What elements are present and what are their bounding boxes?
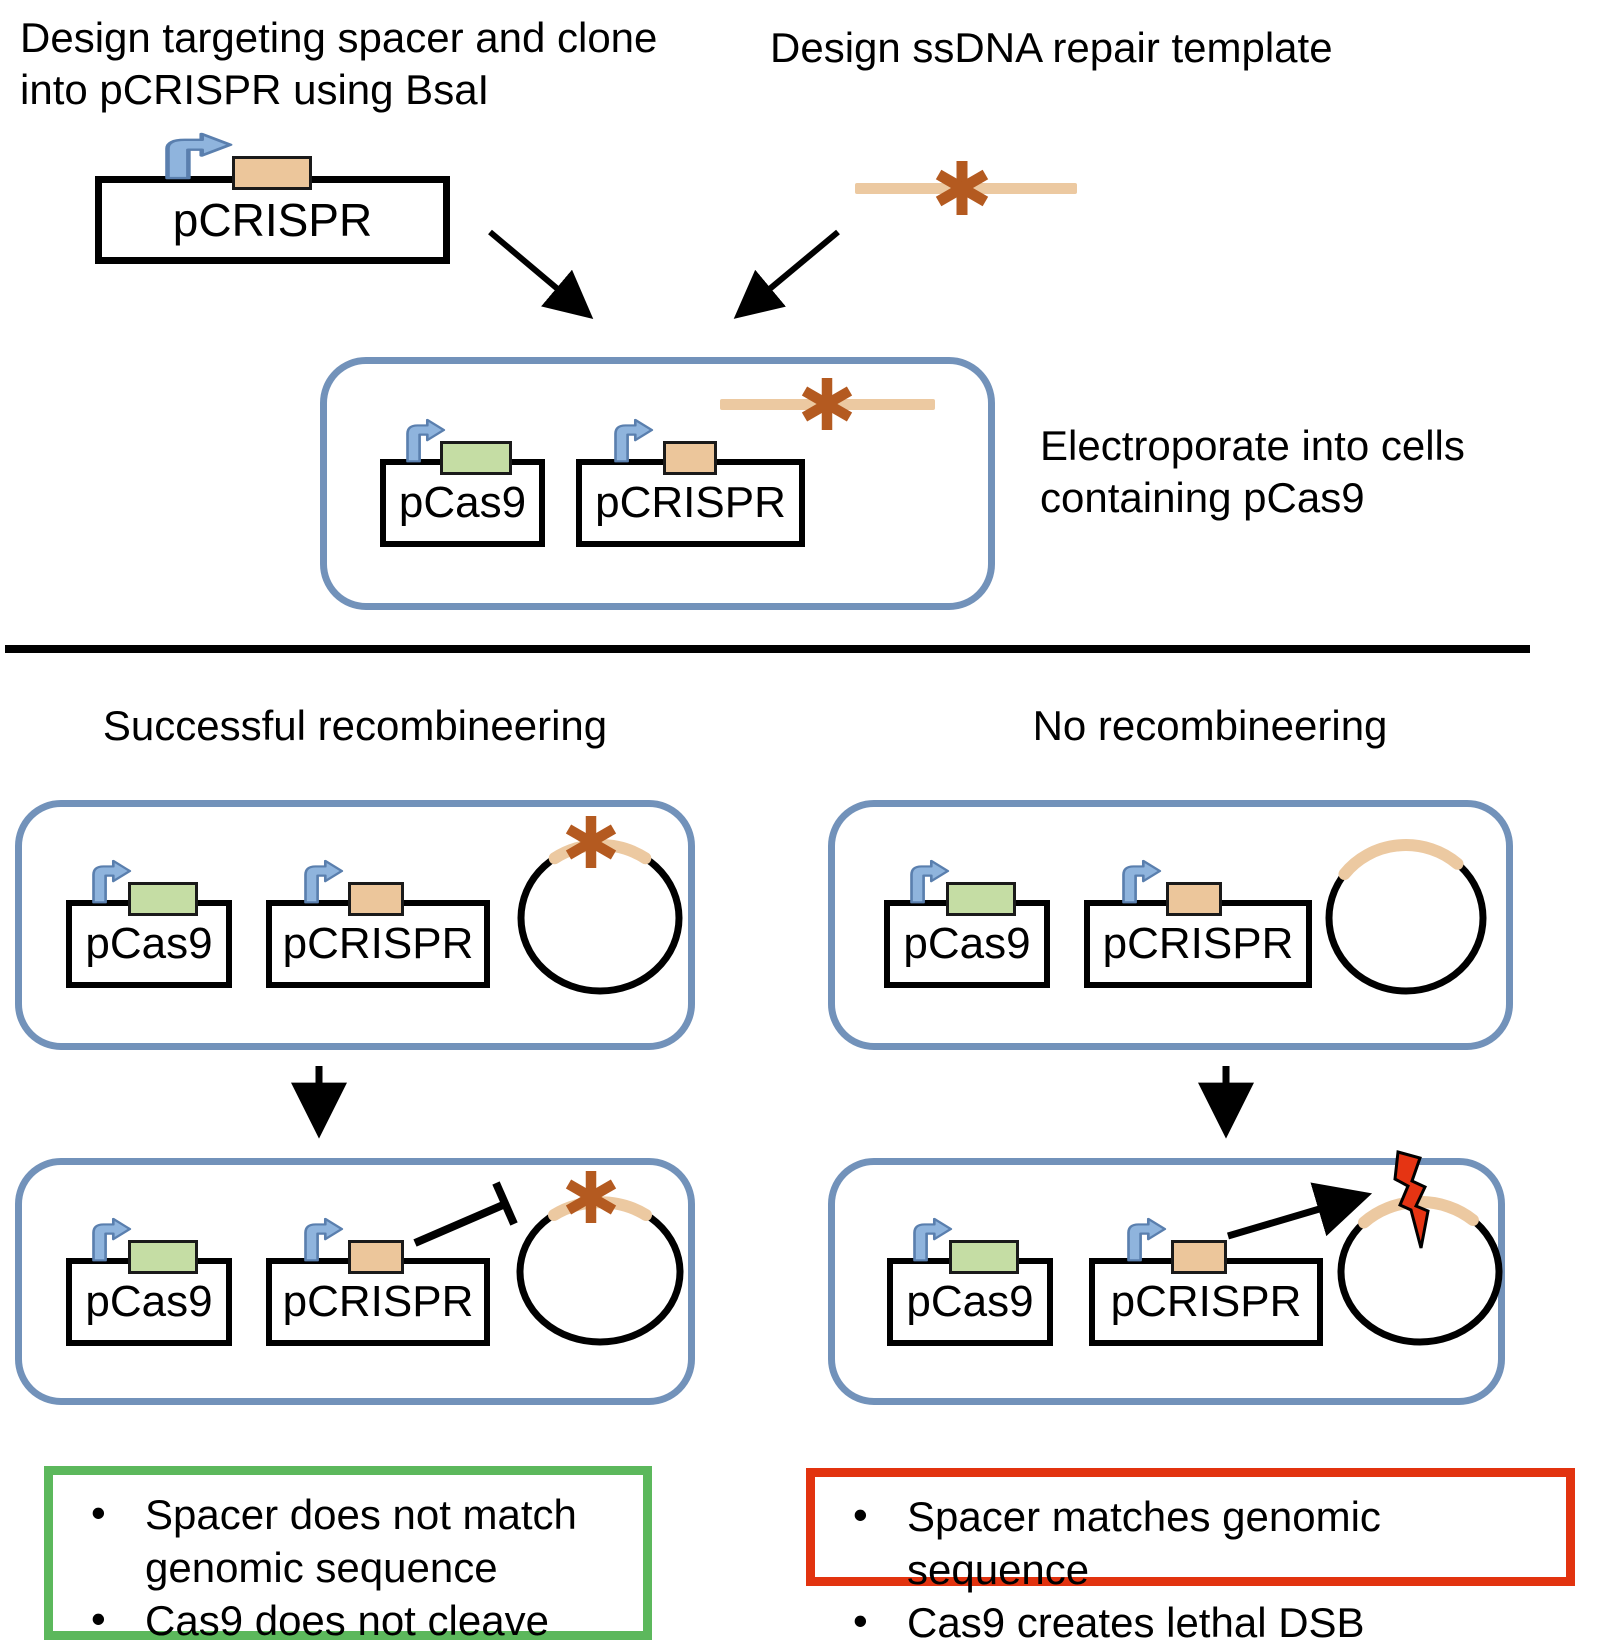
promoter-arrow-icon [168,134,231,178]
pcas9-plasmid-label: pCas9 [903,919,1031,968]
pcas9-plasmid-box: pCas9 [66,1258,232,1346]
pcas9-plasmid-label: pCas9 [906,1277,1034,1326]
electroporate-caption-line2: containing pCas9 [1040,474,1365,522]
ssdna-template-icon [855,183,1077,194]
spacer-gene-box [1171,1240,1227,1274]
pcas9-plasmid-box: pCas9 [66,900,232,988]
failure-result-box: Spacer matches genomic sequence Cas9 cre… [806,1468,1575,1644]
pcas9-plasmid-label: pCas9 [85,1277,213,1326]
step1-caption: Design targeting spacer and clone into p… [20,12,657,116]
cas9-gene-box [949,1240,1019,1274]
pcrispr-plasmid-label: pCRISPR [595,478,786,527]
spacer-gene-box [663,441,717,475]
spacer-gene-box [232,156,312,190]
failure-result-item: Spacer matches genomic sequence [849,1489,1550,1597]
pcrispr-plasmid-label: pCRISPR [1102,919,1294,968]
failure-result-list: Spacer matches genomic sequence Cas9 cre… [815,1477,1566,1644]
success-cell-after [15,1158,695,1405]
success-branch-header: Successful recombineering [102,702,608,749]
failure-cell-before [828,800,1513,1050]
cas9-gene-box [946,882,1016,916]
pcrispr-plasmid-label: pCRISPR [282,1277,474,1326]
cas9-gene-box [440,441,512,475]
success-cell-before [15,800,695,1050]
pcas9-plasmid-label: pCas9 [398,478,527,527]
failure-branch-header: No recombineering [1032,702,1388,749]
success-result-item: Cas9 does not cleave [87,1593,627,1644]
pcrispr-plasmid-box-mid: pCRISPR [576,459,805,547]
pcrispr-plasmid-box: pCRISPR [1084,900,1312,988]
flow-arrow [488,229,594,319]
cas9-gene-box [128,1240,198,1274]
spacer-gene-box [348,882,404,916]
mutation-asterisk-icon [935,161,989,215]
step2-caption: Design ssDNA repair template [770,24,1333,71]
cas9-gene-box [128,882,198,916]
step1-caption-line1: Design targeting spacer and clone [20,14,658,61]
section-divider [5,645,1530,653]
step1-caption-line2: into pCRISPR using BsaI [20,66,490,114]
spacer-gene-box [348,1240,404,1274]
electroporate-caption-line1: Electroporate into cells [1040,422,1465,469]
electroporate-caption: Electroporate into cells containing pCas… [1040,420,1465,524]
pcrispr-plasmid-label: pCRISPR [1110,1277,1302,1326]
success-result-item: Spacer does not match genomic sequence [87,1487,635,1595]
spacer-gene-box [1166,882,1222,916]
failure-result-item: Cas9 creates lethal DSB [849,1595,1550,1644]
flow-arrow [733,229,840,319]
success-result-list: Spacer does not match genomic sequence C… [53,1475,643,1644]
pcas9-plasmid-label: pCas9 [85,919,213,968]
pcrispr-plasmid-label: pCRISPR [282,919,474,968]
pcrispr-plasmid-label: pCRISPR [172,194,373,246]
electroporated-cell [320,357,995,610]
success-result-box: Spacer does not match genomic sequence C… [44,1466,652,1644]
